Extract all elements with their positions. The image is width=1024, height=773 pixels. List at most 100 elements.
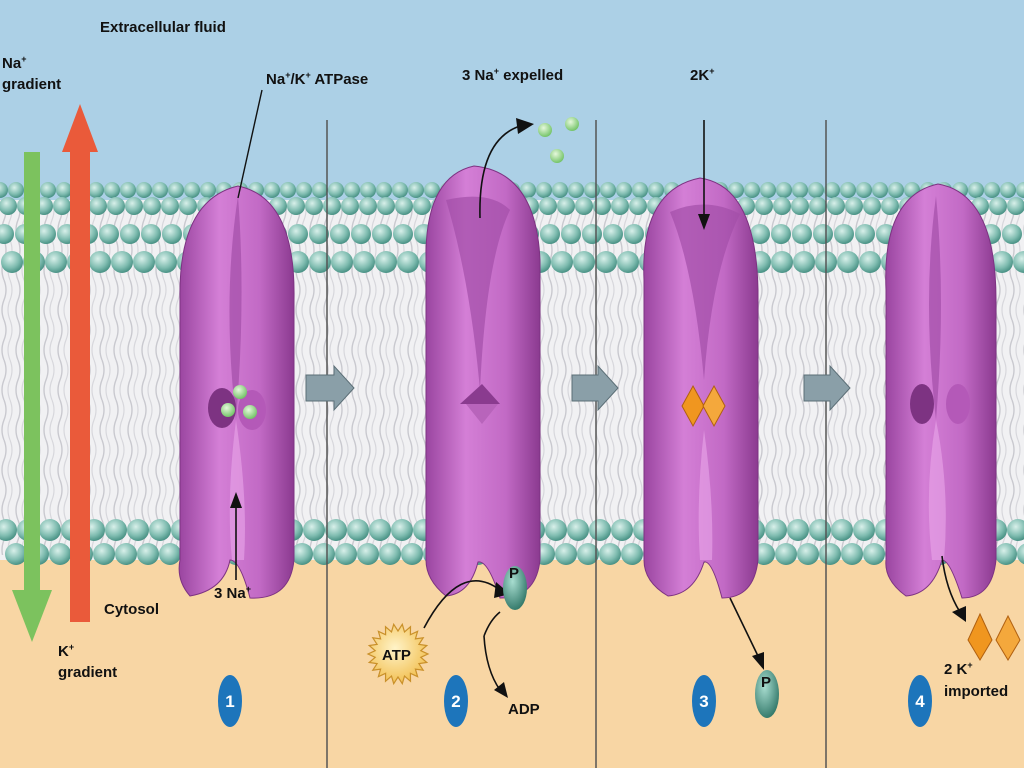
phospholipid-head	[611, 519, 633, 541]
phospholipid-head	[36, 224, 56, 244]
phospholipid-head	[787, 519, 809, 541]
k-imported-label: 2 K+	[944, 660, 973, 678]
extracellular-region	[0, 0, 1024, 200]
phospholipid-head	[88, 182, 104, 198]
phospholipid-head	[391, 519, 413, 541]
phospholipid-head	[575, 197, 593, 215]
sodium-ion	[538, 123, 552, 137]
phospholipid-head	[792, 224, 812, 244]
na-binding-label: 3 Na+	[214, 584, 251, 602]
phospholipid-head	[413, 197, 431, 215]
phospholipid-head	[0, 224, 14, 244]
phospholipid-head	[93, 543, 115, 565]
pump-step-4	[885, 183, 997, 599]
step-number: 2	[451, 692, 460, 711]
phospholipid-head	[593, 197, 611, 215]
phospholipid-head	[616, 182, 632, 198]
phospholipid-head	[797, 543, 819, 565]
phospholipid-head	[312, 182, 328, 198]
phospholipid-head	[872, 182, 888, 198]
pump-leader-line	[237, 89, 263, 199]
phospholipid-head	[341, 197, 359, 215]
phospholipid-head	[1017, 543, 1024, 565]
phosphate-release-arrow	[729, 597, 764, 670]
phospholipid-head	[162, 224, 182, 244]
pump-step-1	[178, 185, 295, 599]
na-expelled-label: 3 Na+ expelled	[462, 66, 563, 84]
phospholipid-head	[589, 519, 611, 541]
k-gradient-label-2: gradient	[58, 664, 117, 681]
phospholipid-head	[0, 182, 8, 198]
step-number: 4	[915, 692, 925, 711]
phospholipid-head	[750, 224, 770, 244]
phospholipid-head	[264, 182, 280, 198]
phospholipid-head	[45, 251, 67, 273]
phospholipid-head	[1007, 197, 1024, 215]
phospholipid-head	[0, 197, 17, 215]
step-badge-3: 3	[692, 675, 716, 727]
phospholipid-head	[8, 182, 24, 198]
phospholipid-head	[624, 224, 644, 244]
phospholipid-head	[120, 182, 136, 198]
phospholipid-head	[809, 519, 831, 541]
phospholipid-head	[557, 197, 575, 215]
phospholipid-head	[395, 197, 413, 215]
phospholipid-head	[561, 224, 581, 244]
phospholipid-head	[353, 251, 375, 273]
phospholipid-head	[863, 543, 885, 565]
phospholipid-head	[328, 182, 344, 198]
phospholipid-head	[845, 197, 863, 215]
phospholipid-head	[568, 182, 584, 198]
potassium-ion	[681, 384, 705, 428]
phospholipid-head	[984, 182, 1000, 198]
phospholipid-head	[792, 182, 808, 198]
phospholipid-head	[309, 251, 331, 273]
phospholipid-head	[149, 519, 171, 541]
phospholipid-head	[111, 251, 133, 273]
phospholipid-head	[744, 182, 760, 198]
phospholipid-head	[888, 182, 904, 198]
sodium-ion	[565, 117, 579, 131]
phospholipid-head	[0, 519, 17, 541]
step-transition-arrow	[571, 364, 619, 412]
phospholipid-head	[859, 251, 881, 273]
phospholipid-head	[377, 197, 395, 215]
phospholipid-head	[793, 251, 815, 273]
na-gradient-label-2: gradient	[2, 76, 61, 93]
phospholipid-head	[809, 197, 827, 215]
phospholipid-head	[323, 197, 341, 215]
sodium-ion	[233, 385, 247, 399]
phospholipid-head	[344, 182, 360, 198]
phospholipid-head	[393, 224, 413, 244]
phosphate-label: P	[761, 674, 771, 691]
na-gradient-label: Na+	[2, 54, 26, 72]
k-imported-label-2: imported	[944, 683, 1008, 700]
pump-step-3	[643, 177, 759, 599]
cytosol-label: Cytosol	[104, 601, 159, 618]
phospholipid-head	[1007, 519, 1024, 541]
phospholipid-head	[1000, 182, 1016, 198]
sodium-ion	[243, 405, 257, 419]
phospholipid-head	[808, 182, 824, 198]
phospholipid-head	[303, 519, 325, 541]
phospholipid-head	[296, 182, 312, 198]
phospholipid-head	[351, 224, 371, 244]
phospholipid-head	[540, 224, 560, 244]
phospholipid-head	[424, 182, 440, 198]
phospholipid-head	[152, 182, 168, 198]
sodium-ion	[221, 403, 235, 417]
k-release-arrow	[941, 555, 966, 622]
phospholipid-head	[107, 197, 125, 215]
phospholipid-head	[603, 224, 623, 244]
phospholipid-head	[125, 197, 143, 215]
phospholipid-head	[104, 182, 120, 198]
phospholipid-head	[599, 543, 621, 565]
phospholipid-head	[120, 224, 140, 244]
phospholipid-head	[369, 519, 391, 541]
phospholipid-head	[159, 543, 181, 565]
phospholipid-head	[401, 543, 423, 565]
phospholipid-head	[200, 182, 216, 198]
na-gradient-arrow	[12, 152, 52, 642]
phospholipid-head	[582, 224, 602, 244]
phosphate-group	[755, 670, 779, 718]
